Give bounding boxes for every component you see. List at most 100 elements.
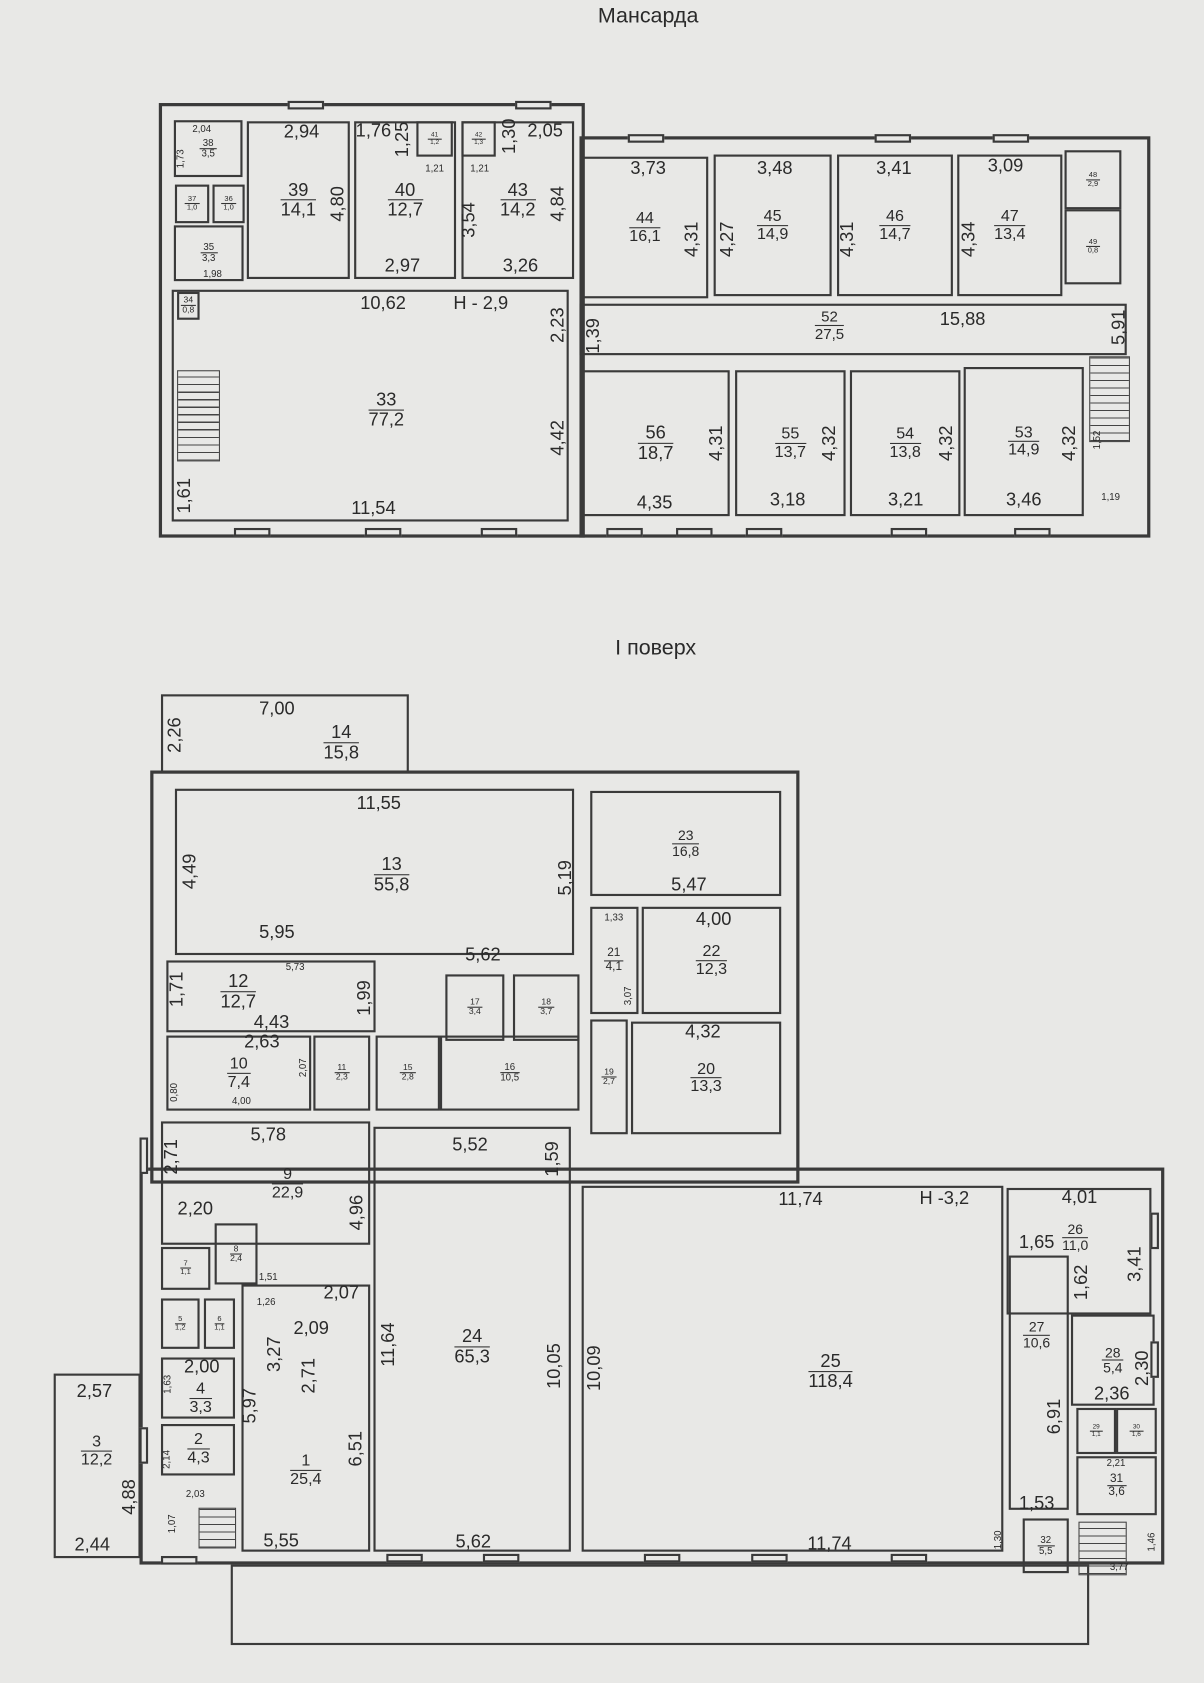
room-area: 1,0	[186, 204, 198, 212]
room-number: 25	[808, 1351, 853, 1372]
room-number: 2	[187, 1431, 210, 1450]
room-number: 10	[226, 1055, 251, 1074]
room-area: 16,1	[629, 226, 661, 246]
dimension-label: 4,34	[958, 221, 979, 258]
room-number: 45	[756, 208, 789, 226]
room-area: 13,4	[994, 224, 1026, 244]
dimension-label: 3,54	[458, 202, 479, 238]
room-4	[160, 1357, 236, 1419]
dimension-label: 6,51	[345, 1430, 366, 1467]
room-47	[957, 154, 1063, 297]
room-36	[212, 184, 245, 224]
room-number: 18	[538, 997, 555, 1009]
room-19	[590, 1019, 628, 1135]
dimension-label: 2,63	[244, 1031, 280, 1052]
room-area: 14,1	[280, 199, 317, 220]
room-24	[373, 1126, 571, 1552]
room-52	[579, 303, 1127, 356]
dimension-label: 1,51	[258, 1271, 278, 1283]
room-area: 25,4	[290, 1469, 322, 1488]
dimension-label: 2,36	[1093, 1383, 1130, 1404]
dimension-label: 5,62	[455, 1531, 491, 1552]
room-area: 7,4	[227, 1072, 250, 1091]
room-27	[1008, 1255, 1069, 1510]
room-14	[160, 694, 409, 773]
dimension-label: 2,00	[183, 1356, 220, 1377]
dimension-label: 5,95	[259, 921, 295, 943]
dimension-label: 2,07	[297, 1058, 308, 1078]
dimension-label: 4,00	[232, 1095, 251, 1107]
dimension-label: 4,42	[547, 420, 568, 456]
room-area: 2,4	[230, 1253, 243, 1264]
room-area: 1,1	[180, 1268, 191, 1277]
room-number: 46	[879, 208, 911, 226]
room-56	[581, 370, 730, 517]
dimension-label: 5,73	[285, 961, 305, 973]
dimension-label: 1,39	[582, 318, 604, 354]
ground-stairs-east	[1078, 1521, 1127, 1576]
dimension-label: 1,61	[173, 478, 195, 514]
room-area: 10,5	[500, 1072, 520, 1084]
room-number: 42	[471, 132, 486, 140]
room-number: 52	[814, 309, 845, 326]
room-area: 5,5	[1039, 1545, 1053, 1556]
room-number: 48	[1085, 171, 1101, 181]
room-49	[1064, 209, 1122, 285]
dimension-label: 2,44	[74, 1534, 111, 1555]
room-area: 14,7	[879, 224, 911, 244]
room-number: 17	[466, 997, 483, 1009]
window	[1150, 1212, 1159, 1250]
room-32	[1022, 1518, 1069, 1574]
room-45	[713, 154, 832, 297]
dimension-label: 4,27	[716, 221, 738, 258]
room-area: 1,2	[175, 1324, 186, 1332]
room-number: 12	[220, 971, 256, 993]
window	[233, 527, 271, 537]
room-area: 13,3	[690, 1077, 722, 1096]
room-22	[641, 906, 782, 1015]
room-number: 36	[221, 195, 236, 205]
room-area: 2,9	[1087, 180, 1099, 188]
room-number: 35	[200, 242, 218, 254]
room-number: 41	[427, 132, 442, 140]
room-area: 22,9	[271, 1183, 304, 1202]
dimension-label: 4,01	[1061, 1186, 1098, 1208]
dimension-label: 4,84	[547, 186, 568, 222]
dimension-label: 2,71	[298, 1357, 319, 1394]
dimension-label: 1,65	[1018, 1231, 1055, 1253]
dimension-label: Н - 2,9	[453, 292, 509, 314]
dimension-label: 4,31	[837, 221, 858, 258]
dimension-label: 2,04	[192, 123, 212, 135]
dimension-label: 2,94	[283, 121, 320, 142]
room-25	[581, 1185, 1004, 1552]
room-area: 1,3	[474, 139, 484, 146]
room-area: 16,8	[672, 842, 700, 860]
room-number: 6	[214, 1315, 225, 1325]
room-number: 1	[290, 1452, 322, 1471]
dimension-label: 1,21	[425, 163, 445, 174]
window	[606, 527, 643, 537]
dimension-label: 1,62	[1070, 1264, 1092, 1301]
dimension-label: 1,33	[604, 912, 624, 923]
dimension-label: 1,07	[166, 1514, 178, 1534]
dimension-label: 11,55	[356, 793, 401, 814]
dimension-label: 4,31	[706, 425, 727, 461]
attic-title: Мансарда	[597, 4, 699, 28]
room-area: 13,7	[774, 442, 807, 461]
window	[386, 1553, 423, 1563]
